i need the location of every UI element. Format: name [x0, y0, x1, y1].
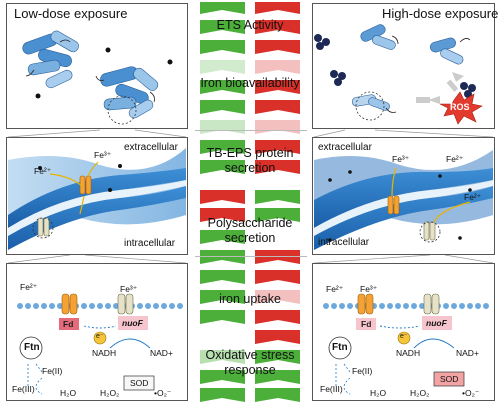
low-dose-title: Low-dose exposure: [14, 6, 128, 21]
transporter-right-2: [419, 221, 441, 243]
transporter-left-1: [79, 175, 92, 195]
green-bars: [200, 2, 245, 402]
fe3-label-right-mid: Fe³⁺: [392, 154, 410, 164]
label-polysaccharide: Polysaccharide secretion: [207, 216, 293, 245]
electron-label-right: e⁻: [400, 333, 408, 340]
fe3-label-left-bot: Fe³⁺: [120, 284, 138, 294]
label-iron-uptake: iron uptake: [219, 292, 281, 306]
nadh-label-left: NADH: [92, 348, 117, 358]
panel-high-dose: [312, 3, 495, 129]
ros-burst: [439, 91, 483, 125]
separator: [195, 256, 307, 257]
panel-membrane-left: [6, 137, 188, 255]
h2o2-label-left: H₂O₂: [100, 388, 120, 398]
transporter-left-2: [32, 217, 54, 239]
extracellular-label-right: extracellular: [318, 142, 372, 153]
sod-label-left: SOD: [130, 378, 149, 388]
intracellular-label-left: intracellular: [124, 238, 176, 249]
intracellular-label-right: intracellular: [318, 237, 370, 248]
fe2-label-left-bot: Fe²⁺: [20, 282, 38, 292]
extracellular-label-left: extracellular: [124, 142, 178, 153]
feIII-label-left: Fe(III): [12, 384, 35, 394]
panel-low-dose: [6, 3, 188, 129]
ftn-label-right: Ftn: [332, 342, 348, 353]
nad-label-right: NAD+: [456, 348, 479, 358]
h2o-label-right: H₂O: [370, 388, 387, 398]
sod-label-right: SOD: [440, 374, 459, 384]
panel-uptake-left: [6, 263, 188, 401]
ros-label: ROS: [450, 102, 470, 112]
ftn-label-left: Ftn: [24, 342, 40, 353]
label-tb-eps: TB-EPS protein secretion: [206, 146, 294, 175]
nuof-label-left: nuoF: [122, 318, 143, 328]
electron-label-left: e⁻: [96, 333, 104, 340]
h2o2-label-right: H₂O₂: [410, 388, 430, 398]
green-bars-right: [255, 190, 300, 402]
fe2-label-right-mid-a: Fe²⁺: [446, 154, 464, 164]
o2-label-right: •O₂⁻: [462, 388, 480, 398]
fe3-label-right-bot: Fe³⁺: [360, 284, 378, 294]
red-bars-left: [200, 190, 245, 222]
nuof-label-right: nuoF: [426, 318, 447, 328]
red-bars: [255, 2, 300, 344]
fe2-label-right-bot: Fe²⁺: [326, 284, 344, 294]
feII-label-left: Fe(II): [42, 366, 63, 376]
bacteria-right: [314, 24, 483, 125]
fd-label-right: Fd: [361, 319, 372, 329]
zoom-lines: [7, 129, 494, 264]
bottom-right-membrane: [323, 293, 489, 395]
panel-uptake-right: [312, 263, 495, 401]
fe2-label-left-mid: Fe²⁺: [34, 166, 52, 176]
h2o-label-left: H₂O: [60, 388, 77, 398]
center-bars: [200, 2, 300, 402]
fd-label-left: Fd: [63, 319, 74, 329]
high-dose-title: High-dose exposure: [382, 6, 499, 21]
membrane-right: [314, 150, 493, 250]
feIII-label-right: Fe(III): [320, 384, 343, 394]
bacteria-cluster-left: [22, 30, 173, 125]
fe3-label-left-mid: Fe³⁺: [94, 150, 112, 160]
transporter-right-1: [387, 195, 400, 215]
feII-label-right: Fe(II): [352, 366, 373, 376]
label-ets-activity: ETS Activity: [216, 18, 284, 32]
label-oxidative-stress: Oxidative stress response: [205, 348, 295, 377]
o2-label-left: •O₂⁻: [154, 388, 172, 398]
nadh-label-right: NADH: [396, 348, 421, 358]
fe2-label-right-mid-b: Fe²⁺: [464, 192, 482, 202]
membrane-left: [8, 148, 186, 250]
label-iron-bioavailability: Iron bioavailability: [200, 76, 300, 90]
nad-label-left: NAD+: [150, 348, 173, 358]
separator: [195, 130, 307, 131]
panel-membrane-right: [312, 137, 495, 255]
bottom-left-membrane: [17, 293, 183, 395]
